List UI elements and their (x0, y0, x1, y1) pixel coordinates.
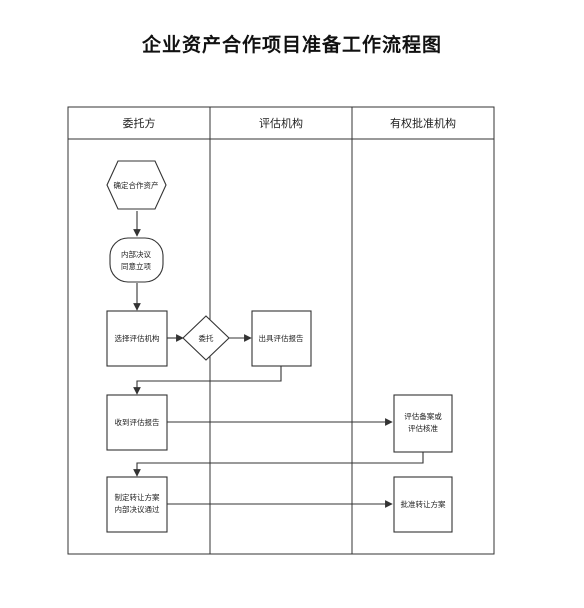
decision-shape (182, 315, 230, 361)
node-label: 收到评估报告 (115, 417, 160, 427)
lane-header-appraiser: 评估机构 (259, 116, 303, 130)
process-shape (251, 310, 312, 367)
node-label-line-1: 内部决议 (121, 249, 151, 259)
node-entrust: 委托 (182, 315, 230, 361)
node-label: 委托 (199, 333, 214, 343)
node-internal-resolution: 内部决议 同意立项 (109, 237, 164, 283)
node-receive-report: 收到评估报告 (106, 394, 168, 451)
process-shape (393, 394, 453, 453)
connectors (133, 211, 424, 508)
node-confirm-asset: 确定合作资产 (106, 160, 167, 210)
swimlane-border (67, 106, 495, 555)
node-draft-plan: 制定转让方案 内部决议通过 (106, 476, 168, 533)
process-shape (106, 310, 168, 367)
arrow-report-to-receive (133, 366, 282, 395)
process-shape (106, 476, 168, 533)
node-label-line-2: 同意立项 (121, 261, 151, 271)
node-label-line-2: 评估核准 (408, 423, 438, 433)
arrow-record-to-draft (133, 452, 424, 477)
lane-header-client: 委托方 (123, 116, 156, 130)
hexagon-shape (106, 160, 167, 210)
node-label-line-1: 制定转让方案 (115, 492, 160, 502)
node-label: 选择评估机构 (115, 333, 160, 343)
node-label: 批准转让方案 (401, 499, 446, 509)
node-label-line-2: 内部决议通过 (115, 504, 160, 514)
process-shape (393, 476, 453, 533)
lane-header-approver: 有权批准机构 (390, 116, 456, 130)
node-select-agency: 选择评估机构 (106, 310, 168, 367)
node-label: 出具评估报告 (259, 333, 304, 343)
node-label: 确定合作资产 (114, 180, 159, 190)
node-issue-report: 出具评估报告 (251, 310, 312, 367)
node-approve-plan: 批准转让方案 (393, 476, 453, 533)
node-record-approval: 评估备案或 评估核准 (393, 394, 453, 453)
terminal-shape (109, 237, 164, 283)
process-shape (106, 394, 168, 451)
node-label-line-1: 评估备案或 (404, 411, 442, 421)
page-title: 企业资产合作项目准备工作流程图 (141, 34, 442, 56)
